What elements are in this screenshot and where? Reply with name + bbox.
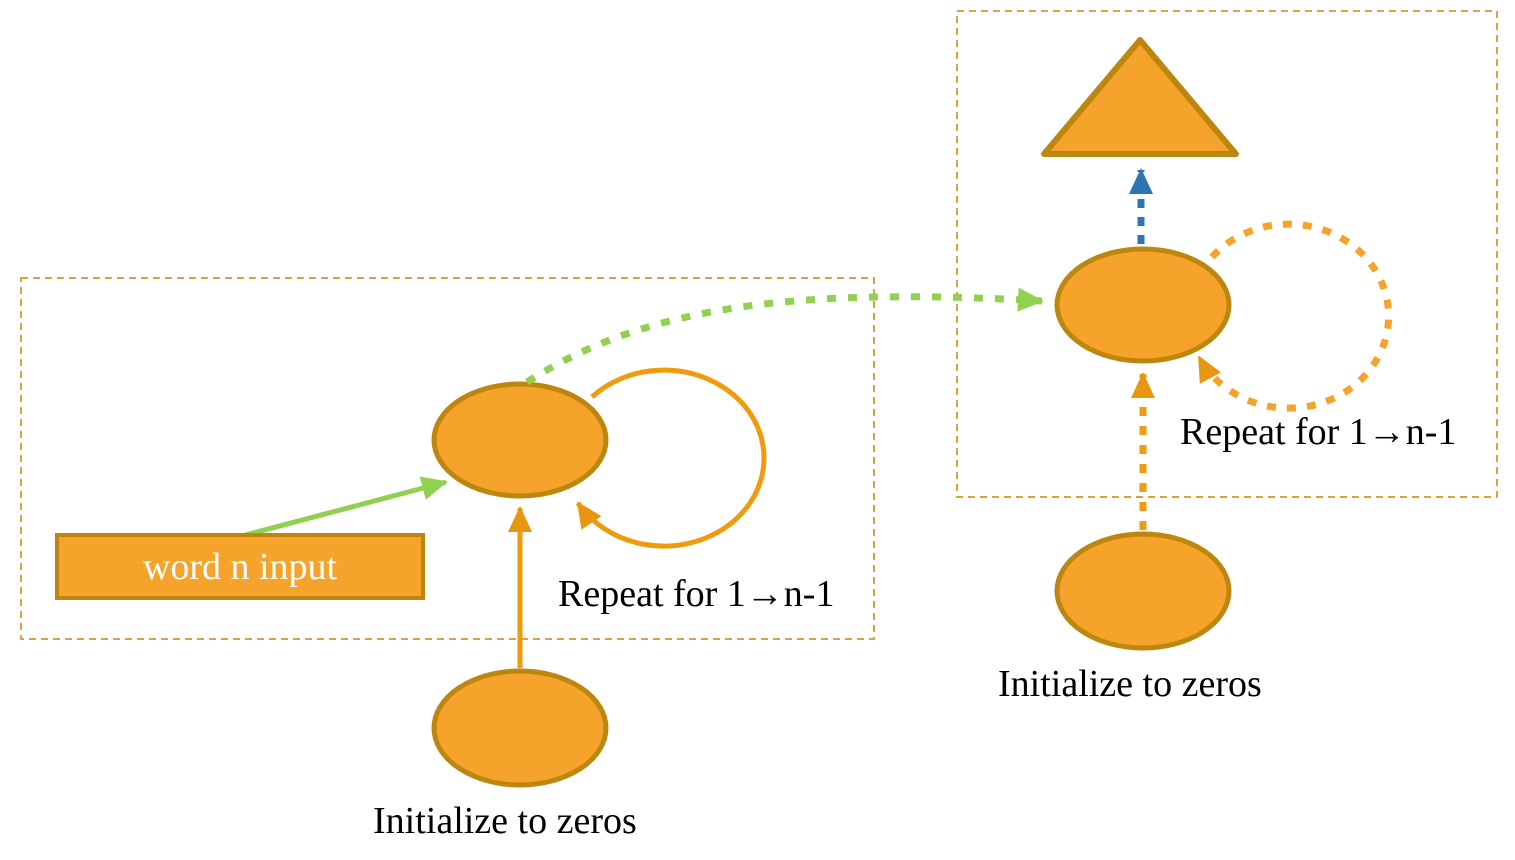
- encoder-recurrent-loop: [575, 367, 767, 549]
- word-input-box: word n input: [55, 533, 425, 600]
- decoder-recurrent-loop-dotted: [1195, 220, 1393, 412]
- encoder-loop-box: [20, 277, 875, 640]
- encoder-hidden-node: [431, 381, 609, 499]
- context-arrow-green-dotted: [525, 287, 1044, 385]
- repeat-label-encoder: Repeat for 1→n-1: [558, 573, 835, 615]
- output-triangle: [1041, 37, 1239, 157]
- repeat-label-decoder: Repeat for 1→n-1: [1180, 411, 1457, 453]
- init-label-decoder: Initialize to zeros: [998, 663, 1262, 705]
- decoder-loop-box: [956, 10, 1498, 498]
- word-input-arrow-green: [237, 476, 448, 540]
- decoder-init-node: [1054, 531, 1232, 651]
- word-input-label: word n input: [142, 545, 338, 588]
- encoder-init-node: [431, 668, 609, 788]
- init-label-encoder: Initialize to zeros: [373, 800, 637, 842]
- decoder-hidden-node: [1054, 246, 1232, 364]
